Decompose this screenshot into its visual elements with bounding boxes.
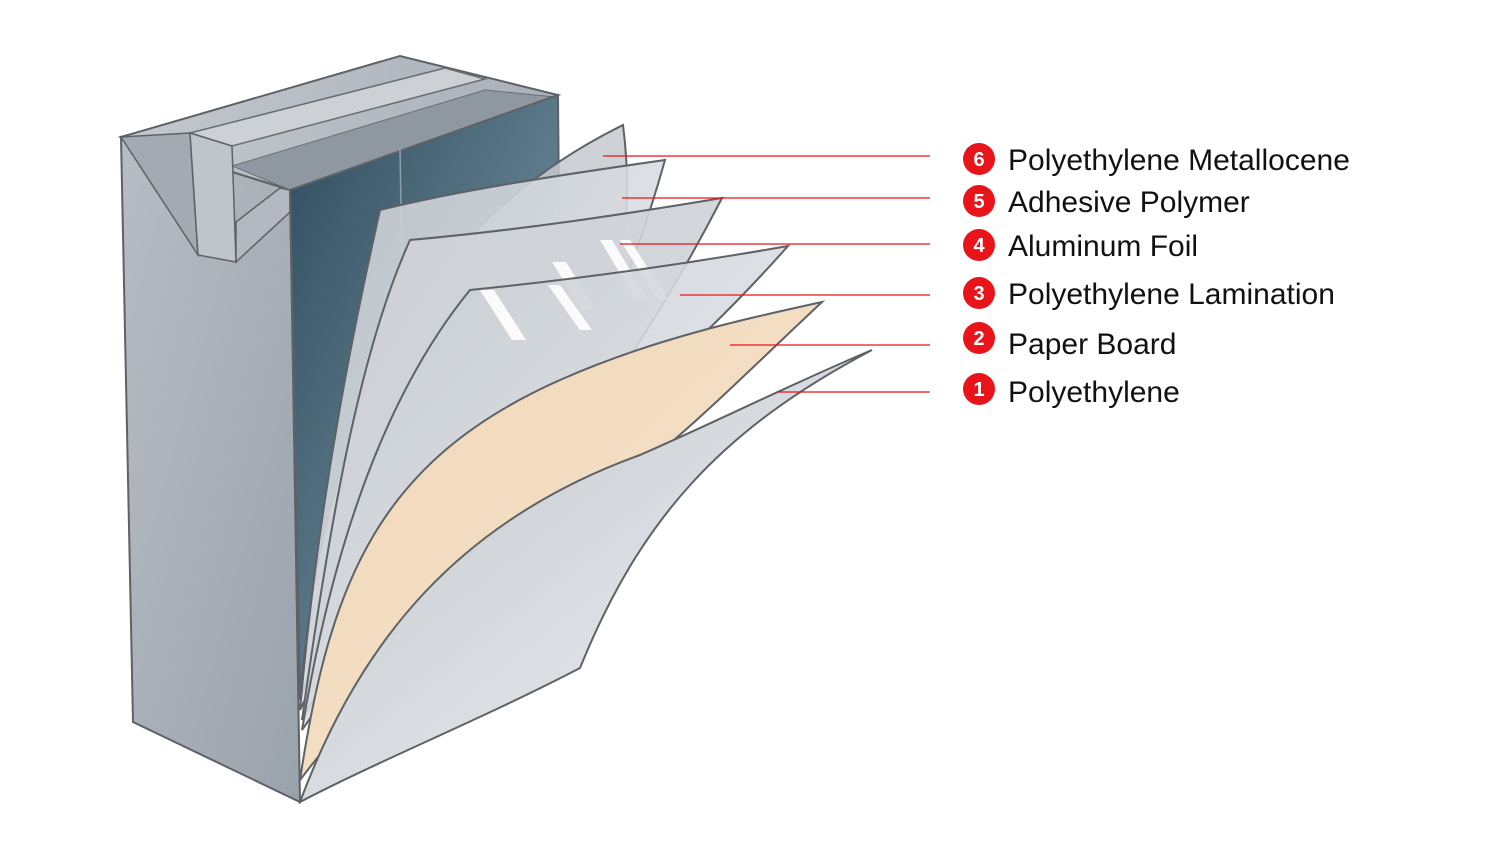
badge-4 — [963, 229, 995, 261]
badge-5 — [963, 185, 995, 217]
legend: 6 Polyethylene Metallocene 5 Adhesive Po… — [603, 143, 1350, 409]
layer-4-label: Aluminum Foil — [1008, 230, 1198, 263]
badge-2 — [963, 322, 995, 354]
carton-folded-tab — [189, 131, 237, 263]
badge-1-number: 1 — [973, 379, 984, 401]
legend-item-2: 2 Paper Board — [730, 322, 1176, 361]
layer-1-label: Polyethylene — [1008, 376, 1180, 409]
legend-item-3: 3 Polyethylene Lamination — [680, 277, 1335, 311]
layer-3-highlight — [480, 285, 592, 340]
badge-2-number: 2 — [973, 328, 984, 350]
legend-item-1: 1 Polyethylene — [778, 373, 1180, 409]
badge-6-number: 6 — [973, 149, 984, 171]
legend-item-4: 4 Aluminum Foil — [620, 229, 1198, 263]
badge-4-number: 4 — [973, 235, 985, 257]
legend-item-6: 6 Polyethylene Metallocene — [603, 143, 1350, 177]
layer-5-label: Adhesive Polymer — [1008, 186, 1250, 219]
badge-6 — [963, 143, 995, 175]
layer-3-label: Polyethylene Lamination — [1008, 278, 1335, 311]
layer-1-sheet — [298, 349, 873, 805]
badge-3-number: 3 — [973, 283, 984, 305]
layer-2-label: Paper Board — [1008, 328, 1176, 361]
badge-1 — [963, 373, 995, 405]
badge-5-number: 5 — [973, 191, 984, 213]
layer-6-label: Polyethylene Metallocene — [1008, 144, 1350, 177]
badge-3 — [963, 277, 995, 309]
peeled-layers — [298, 123, 873, 805]
legend-item-5: 5 Adhesive Polymer — [622, 185, 1250, 219]
